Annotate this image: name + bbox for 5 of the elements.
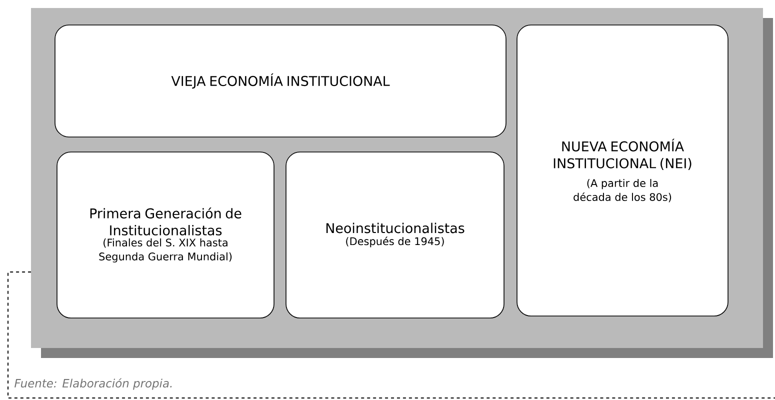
text-box: NUEVA ECONOMÍA INSTITUCIONAL (NEI) (A partir de la década de los 80s) (516, 24, 728, 316)
text-box: Primera Generación de Institucionalistas (Finales del S. XIX hasta Segunda Guerra Mundial) (56, 152, 274, 318)
caption: Fuente: Elaboración propia. (14, 378, 172, 390)
text-box: Neoinstitucionalistas (Después de 1945) (286, 152, 504, 318)
text-box: VIEJA ECONOMÍA INSTITUCIONAL (54, 24, 506, 138)
